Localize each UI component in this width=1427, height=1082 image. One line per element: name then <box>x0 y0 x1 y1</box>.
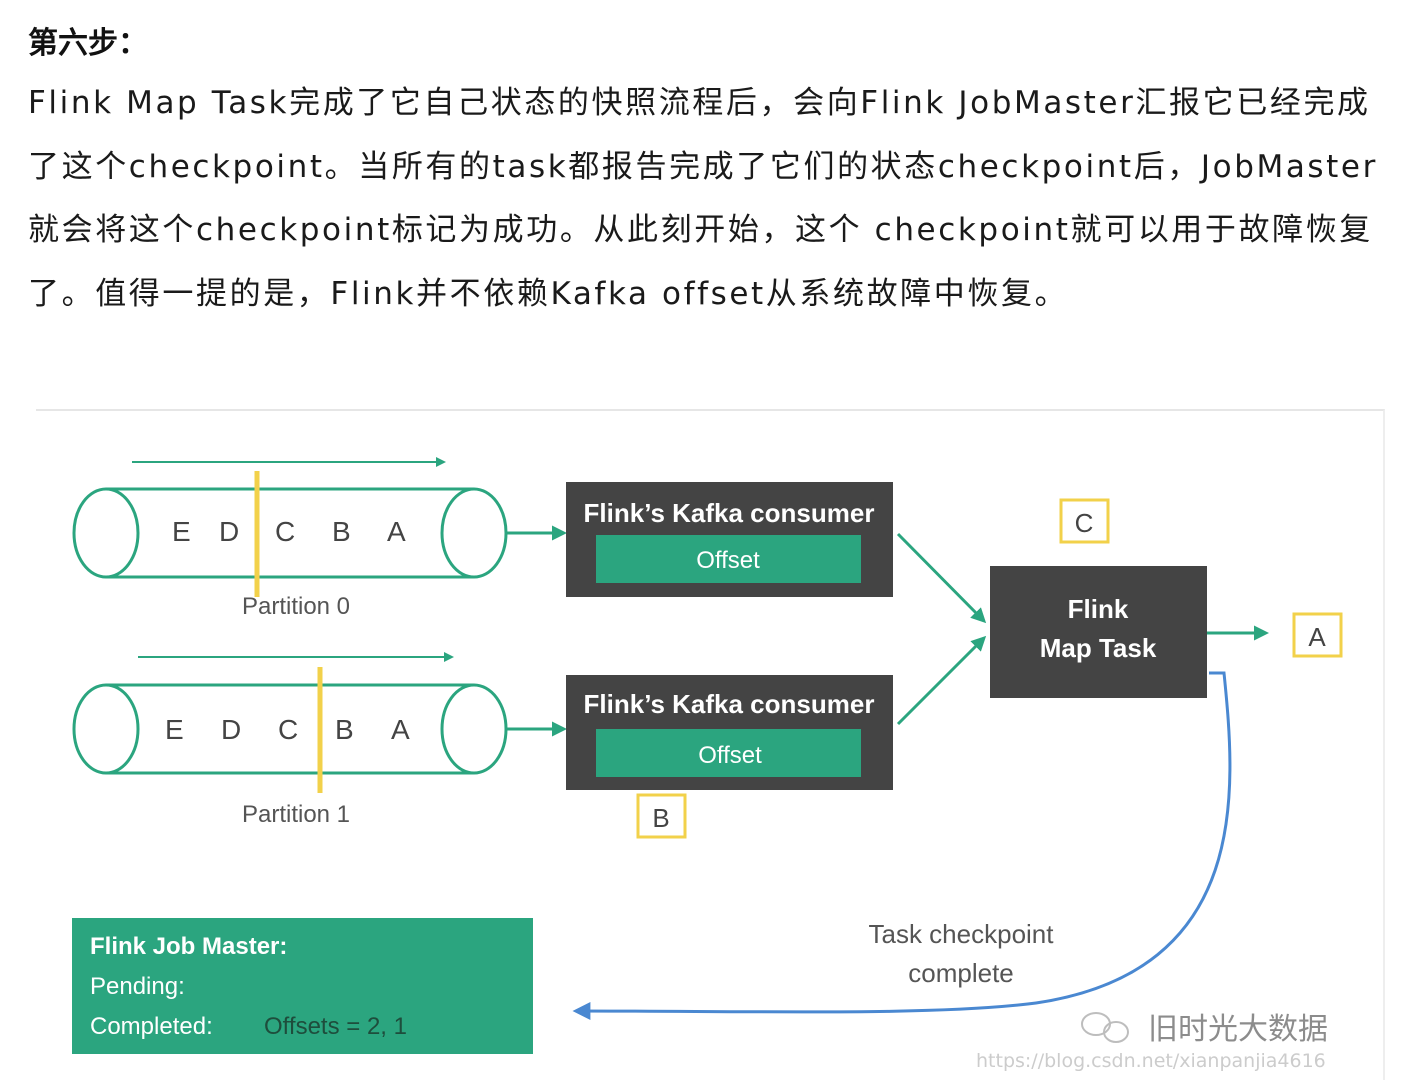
map-task-box <box>990 566 1207 698</box>
consumer-bottom-to-task-arrow <box>896 635 987 726</box>
marker-b-label: B <box>652 803 669 833</box>
kafka-consumer-bottom: Flink’s Kafka consumer Offset <box>566 675 893 790</box>
offset-label: Offset <box>698 742 762 769</box>
wechat-icon <box>1081 1012 1129 1043</box>
job-master-pending: Pending: <box>90 973 185 1000</box>
letter-d: D <box>221 714 241 745</box>
letter-e: E <box>165 714 184 745</box>
kafka-consumer-top: Flink’s Kafka consumer Offset <box>566 482 893 597</box>
marker-a-box <box>1292 612 1343 658</box>
checkpoint-label-line2: complete <box>908 958 1014 988</box>
watermark: 旧时光大数据 https://blog.csdn.net/xianpanjia4… <box>976 1012 1328 1072</box>
offset-bar <box>596 729 861 777</box>
offset-bar <box>596 535 861 583</box>
marker-a-label: A <box>1308 622 1326 652</box>
queue-right-cap <box>440 487 508 579</box>
step-heading: 第六步： <box>28 26 148 61</box>
watermark-brand: 旧时光大数据 <box>1148 1012 1328 1047</box>
marker-b-box <box>636 793 687 839</box>
queue-right-cap <box>440 683 508 775</box>
letter-c: C <box>278 714 298 745</box>
job-master-completed: Completed: <box>90 1013 213 1040</box>
watermark-url: https://blog.csdn.net/xianpanjia4616 <box>976 1050 1326 1072</box>
diagram-canvas: E D C B A Partition 0 E D C B A Partitio… <box>72 457 1343 1072</box>
partition-0-queue: E D C B A Partition 0 <box>72 457 567 620</box>
letter-c: C <box>275 516 295 547</box>
marker-c-box <box>1059 498 1110 544</box>
letter-b: B <box>335 714 354 745</box>
step-paragraph: Flink Map Task完成了它自己状态的快照流程后，会向Flink Job… <box>28 85 1378 312</box>
queue-left-cap <box>72 683 140 775</box>
marker-c-label: C <box>1075 508 1094 538</box>
letter-d: D <box>219 516 239 547</box>
checkpoint-label-line1: Task checkpoint <box>869 919 1055 949</box>
map-task-line1: Flink <box>1068 594 1129 624</box>
consumer-title: Flink’s Kafka consumer <box>584 498 875 528</box>
letter-a: A <box>387 516 406 547</box>
job-master-offsets: Offsets = 2, 1 <box>264 1013 407 1040</box>
checkpoint-complete-arrow <box>572 671 1232 1021</box>
consumer-top-to-task-arrow <box>896 532 987 624</box>
checkpoint-diagram: E D C B A Partition 0 E D C B A Partitio… <box>36 409 1385 1080</box>
partition-1-label: Partition 1 <box>242 801 350 828</box>
partition-1-queue: E D C B A Partition 1 <box>72 652 567 828</box>
job-master-title: Flink Job Master: <box>90 933 287 960</box>
partition-0-label: Partition 0 <box>242 593 350 620</box>
offset-label: Offset <box>696 547 760 574</box>
consumer-title: Flink’s Kafka consumer <box>584 689 875 719</box>
letter-a: A <box>391 714 410 745</box>
queue-left-cap <box>72 487 140 579</box>
job-master-panel: Flink Job Master: Pending: Completed: Of… <box>72 918 533 1054</box>
job-master-box <box>72 918 533 1054</box>
letter-e: E <box>172 516 191 547</box>
flink-map-task: Flink Map Task <box>990 566 1207 698</box>
map-task-line2: Map Task <box>1040 633 1157 663</box>
letter-b: B <box>332 516 351 547</box>
